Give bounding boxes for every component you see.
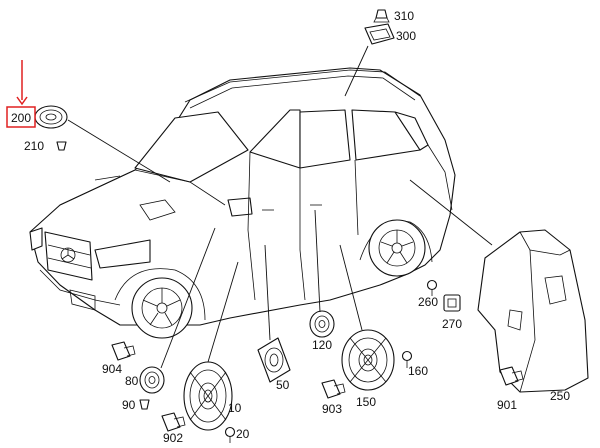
leader-lines bbox=[67, 45, 493, 369]
callout-902[interactable]: 902 bbox=[163, 431, 183, 445]
clip-part-90[interactable] bbox=[139, 399, 150, 410]
midrange-speaker-part-120[interactable] bbox=[309, 310, 335, 338]
connector-part-902[interactable] bbox=[161, 412, 186, 432]
callout-260[interactable]: 260 bbox=[418, 295, 438, 309]
connector-part-903[interactable] bbox=[321, 379, 346, 399]
subwoofer-enclosure-part-250[interactable] bbox=[477, 229, 589, 393]
clip-part-210[interactable] bbox=[56, 141, 67, 151]
callout-310[interactable]: 310 bbox=[394, 9, 414, 23]
nut-part-270[interactable] bbox=[443, 294, 461, 312]
clip-part-310[interactable] bbox=[373, 9, 390, 23]
callout-904[interactable]: 904 bbox=[102, 362, 122, 376]
connector-part-904[interactable] bbox=[111, 341, 136, 361]
midrange-speaker-part-80[interactable] bbox=[139, 366, 165, 394]
callout-120[interactable]: 120 bbox=[312, 338, 332, 352]
vehicle-outline bbox=[29, 67, 456, 339]
callout-50[interactable]: 50 bbox=[276, 378, 290, 392]
callout-160[interactable]: 160 bbox=[408, 364, 428, 378]
tweeter-part-200[interactable] bbox=[34, 105, 68, 129]
roof-speaker-part-300[interactable] bbox=[364, 23, 395, 45]
callout-20[interactable]: 20 bbox=[236, 427, 250, 441]
screw-part-20[interactable] bbox=[224, 426, 236, 444]
callout-270[interactable]: 270 bbox=[442, 317, 462, 331]
callout-210[interactable]: 210 bbox=[24, 139, 44, 153]
callout-903[interactable]: 903 bbox=[322, 402, 342, 416]
connector-part-901[interactable] bbox=[499, 366, 524, 386]
woofer-part-150[interactable] bbox=[341, 329, 395, 391]
callout-labels: 310 300 200 210 260 270 904 120 80 50 16… bbox=[11, 9, 570, 445]
callout-90[interactable]: 90 bbox=[122, 398, 136, 412]
callout-150[interactable]: 150 bbox=[356, 395, 376, 409]
callout-901[interactable]: 901 bbox=[497, 398, 517, 412]
callout-250[interactable]: 250 bbox=[550, 389, 570, 403]
callout-10[interactable]: 10 bbox=[228, 401, 242, 415]
screw-part-160[interactable] bbox=[401, 350, 413, 369]
highlight-marker bbox=[6, 60, 36, 128]
woofer-part-10[interactable] bbox=[183, 361, 233, 431]
callout-200[interactable]: 200 bbox=[11, 111, 31, 125]
speaker-part-50[interactable] bbox=[257, 337, 291, 383]
screw-part-260[interactable] bbox=[426, 279, 438, 297]
callout-80[interactable]: 80 bbox=[125, 374, 139, 388]
callout-300[interactable]: 300 bbox=[396, 29, 416, 43]
